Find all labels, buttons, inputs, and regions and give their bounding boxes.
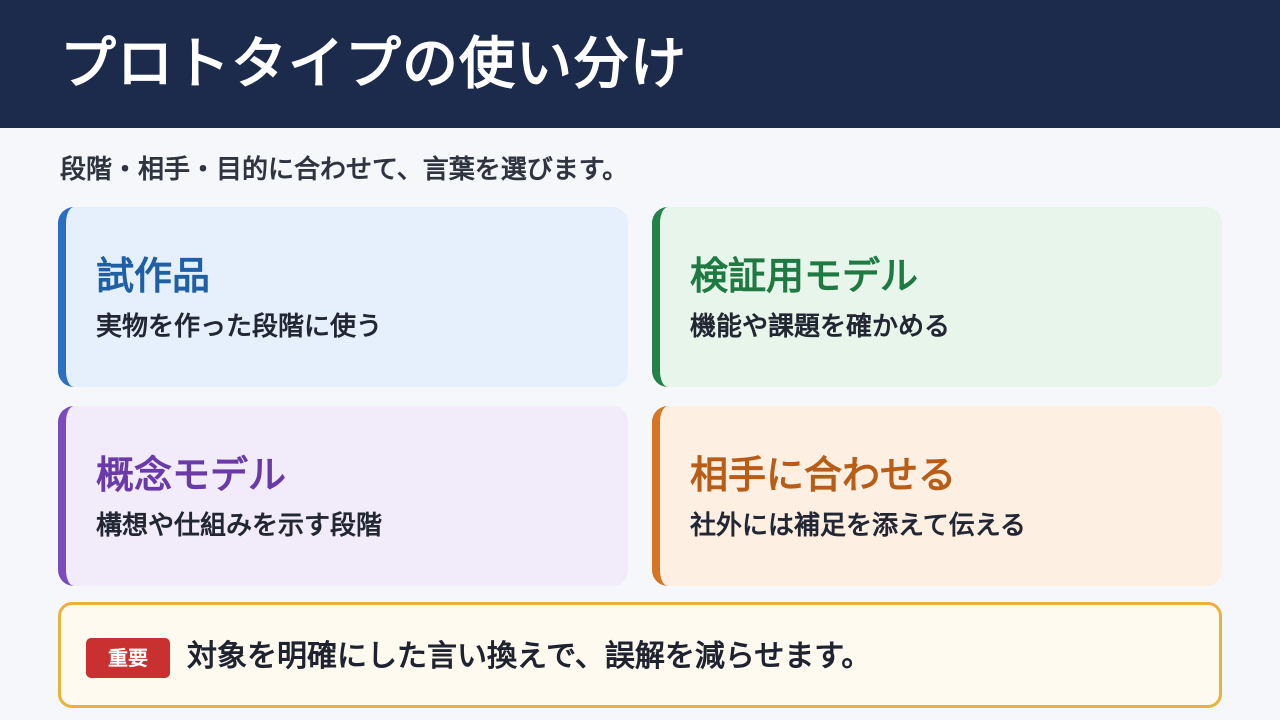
- important-notice: 重要 対象を明確にした言い換えで、誤解を減らせます。: [58, 602, 1222, 708]
- page-title: プロトタイプの使い分け: [60, 32, 687, 97]
- card-title: 試作品: [96, 254, 211, 298]
- page-subtitle: 段階・相手・目的に合わせて、言葉を選びます。: [60, 155, 629, 185]
- card-title: 検証用モデル: [690, 254, 919, 298]
- important-badge: 重要: [86, 638, 170, 678]
- card-concept-model: 概念モデル 構想や仕組みを示す段階: [58, 406, 628, 586]
- title-bar: プロトタイプの使い分け: [0, 0, 1280, 128]
- card-verification-model: 検証用モデル 機能や課題を確かめる: [652, 207, 1222, 387]
- card-description: 実物を作った段階に使う: [96, 312, 383, 342]
- card-adapt-to-audience: 相手に合わせる 社外には補足を添えて伝える: [652, 406, 1222, 586]
- card-description: 構想や仕組みを示す段階: [96, 511, 383, 541]
- card-title: 相手に合わせる: [690, 453, 957, 497]
- card-title: 概念モデル: [96, 453, 287, 497]
- card-description: 社外には補足を添えて伝える: [690, 511, 1026, 541]
- card-prototype: 試作品 実物を作った段階に使う: [58, 207, 628, 387]
- notice-text: 対象を明確にした言い換えで、誤解を減らせます。: [187, 639, 872, 674]
- card-description: 機能や課題を確かめる: [690, 312, 951, 342]
